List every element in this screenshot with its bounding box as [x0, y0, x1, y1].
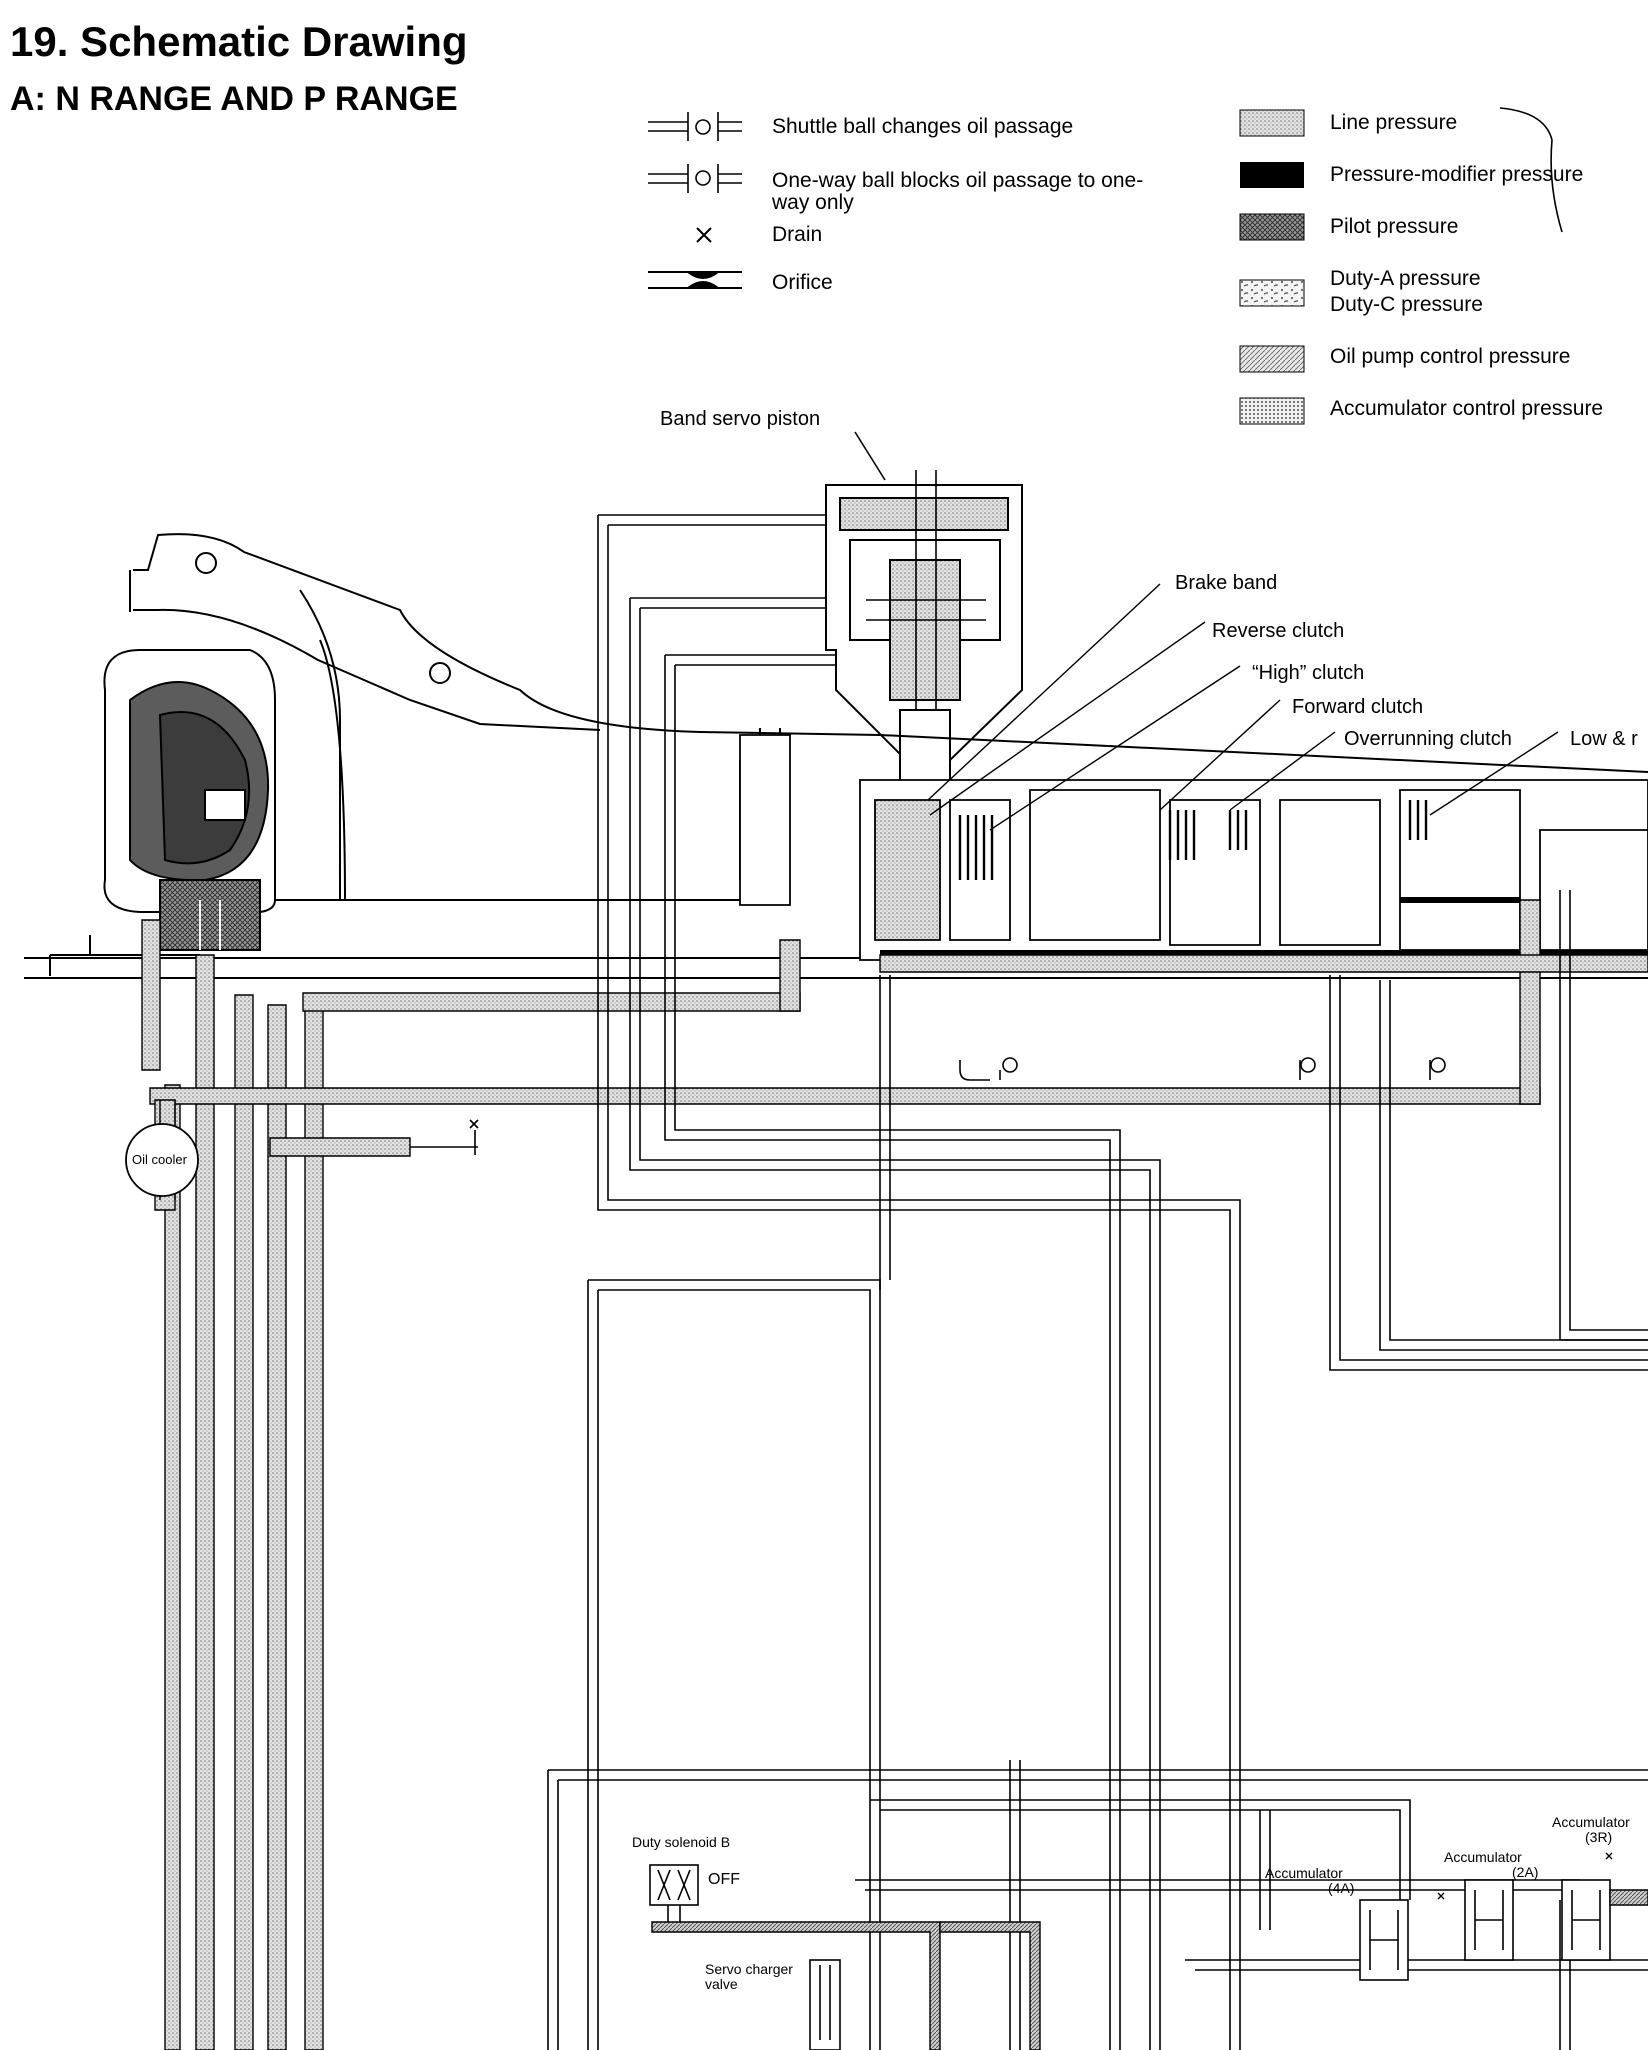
oil-pump-control-swatch: [1239, 345, 1305, 373]
pilot-passage-lower: [651, 1921, 941, 2050]
legend-line-pressure: Line pressure: [1330, 111, 1458, 134]
page-title: 19. Schematic Drawing: [10, 18, 468, 65]
drain-icon: [696, 227, 712, 243]
servo-charger-valve: [809, 1959, 841, 2050]
band-servo-piston: [825, 470, 1023, 800]
legend-shuttle-ball: Shuttle ball changes oil passage: [772, 115, 1074, 138]
label-accumulator-3r-1: Accumulator: [1552, 1814, 1630, 1830]
duty-pressure-swatch: [1239, 279, 1305, 307]
pilot-passage-lower-2: [939, 1921, 1041, 2050]
label-forward-clutch: Forward clutch: [1292, 696, 1424, 719]
legend-pressure-modifier: Pressure-modifier pressure: [1330, 163, 1584, 186]
label-accumulator-4a-2: (4A): [1328, 1880, 1355, 1896]
accum-passage: [1609, 1889, 1648, 1906]
legend-one-way-ball: One-way ball blocks oil passage to one-w…: [772, 169, 1144, 214]
label-brake-band: Brake band: [1175, 572, 1278, 595]
accumulator-3r: [1561, 1879, 1611, 1961]
legend-orifice: Orifice: [772, 271, 833, 294]
label-low-reverse: Low & r: [1570, 728, 1638, 751]
line-pressure-passages: [141, 899, 1648, 2050]
label-servo-charger-2: valve: [705, 1976, 738, 1992]
oil-passages: [547, 514, 1648, 2050]
pressure-modifier-swatch: [1240, 162, 1304, 188]
orifice-icon: [648, 271, 742, 289]
label-duty-solenoid-b: Duty solenoid B: [632, 1834, 731, 1850]
band-servo-leader: [854, 431, 886, 481]
check-balls: [1002, 1057, 1446, 1073]
pilot-pressure-swatch: [1239, 213, 1305, 241]
page-subtitle: A: N RANGE AND P RANGE: [10, 80, 458, 118]
transmission-case: [24, 533, 1648, 979]
label-band-servo-piston: Band servo piston: [660, 408, 821, 431]
legend-duty-c-pressure: Duty-C pressure: [1330, 293, 1483, 316]
label-servo-charger-1: Servo charger: [705, 1961, 793, 1977]
label-accumulator-4a-1: Accumulator: [1265, 1865, 1343, 1881]
label-accumulator-3r-2: (3R): [1585, 1829, 1613, 1845]
duty-solenoid-b: [649, 1864, 699, 1925]
drain-symbol: [410, 1119, 479, 1155]
label-accumulator-2a-2: (2A): [1512, 1864, 1539, 1880]
handwritten-bracket: [1499, 107, 1563, 233]
accumulator-2a: [1464, 1879, 1514, 1961]
shuttle-ball-icon: [648, 112, 742, 141]
small-drains: [1437, 1852, 1613, 1900]
torque-converter: [103, 649, 276, 951]
label-oil-cooler: Oil cooler: [132, 1152, 187, 1167]
callout-leaders: [927, 583, 1559, 831]
legend-accumulator-control: Accumulator control pressure: [1330, 397, 1604, 420]
label-reverse-clutch: Reverse clutch: [1212, 620, 1345, 643]
line-pressure-swatch: [1239, 109, 1305, 137]
accumulator-control-swatch: [1239, 397, 1305, 425]
oil-cooler-symbol: [125, 1123, 199, 1197]
one-way-ball-icon: [648, 164, 742, 193]
accumulator-4a: [1359, 1899, 1409, 1981]
label-high-clutch: “High” clutch: [1252, 662, 1365, 685]
legend-drain: Drain: [772, 223, 823, 246]
legend-pilot-pressure: Pilot pressure: [1330, 215, 1459, 238]
label-accumulator-2a-1: Accumulator: [1444, 1849, 1522, 1865]
legend-duty-a-pressure: Duty-A pressure: [1330, 267, 1481, 290]
clutch-pack-assembly: [739, 734, 1648, 961]
legend-oil-pump-control: Oil pump control pressure: [1330, 345, 1571, 368]
label-solenoid-off: OFF: [708, 1871, 740, 1888]
label-overrunning-clutch: Overrunning clutch: [1344, 728, 1512, 751]
